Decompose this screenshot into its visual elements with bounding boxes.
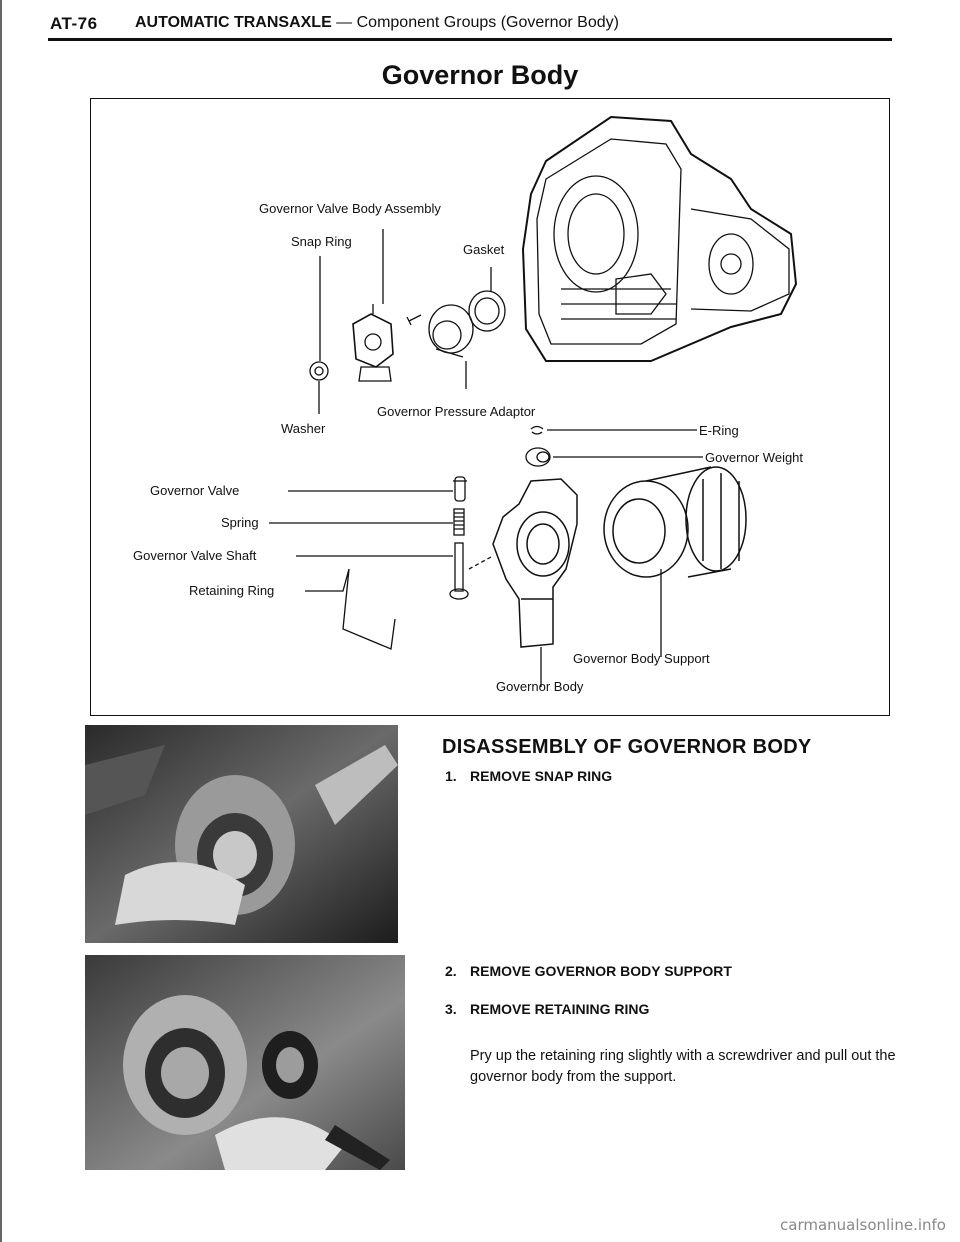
label-governor-valve-body-assembly: Governor Valve Body Assembly [259, 201, 441, 216]
governor-weight-illustration [525, 447, 551, 467]
header-rule [48, 38, 892, 41]
label-spring: Spring [221, 515, 259, 530]
label-governor-body: Governor Body [496, 679, 584, 694]
step-2-number: 2. [445, 963, 457, 979]
label-governor-valve: Governor Valve [150, 483, 240, 498]
running-header: AUTOMATIC TRANSAXLE — Component Groups (… [135, 14, 619, 32]
snap-ring-illustration [309, 361, 329, 381]
pressure-adaptor-illustration [428, 304, 474, 358]
diagram-line-art [269, 115, 798, 687]
page-edge [0, 0, 16, 1242]
step-3-description: Pry up the retaining ring slightly with … [470, 1048, 896, 1085]
step-3-text: REMOVE RETAINING RING [470, 1001, 650, 1017]
label-e-ring: E-Ring [699, 423, 739, 438]
header-title-rest: — Component Groups (Governor Body) [331, 14, 619, 31]
step-3-number: 3. [445, 1001, 457, 1017]
section-heading: DISASSEMBLY OF GOVERNOR BODY [442, 736, 812, 758]
label-washer: Washer [281, 421, 326, 436]
governor-body-illustration [492, 478, 578, 648]
exploded-diagram: Governor Valve Body Assembly Snap Ring G… [90, 98, 890, 716]
label-retaining-ring: Retaining Ring [189, 583, 275, 598]
header-title-bold: AUTOMATIC TRANSAXLE [135, 14, 332, 31]
transaxle-case-illustration [521, 115, 798, 362]
label-governor-body-support: Governor Body Support [573, 651, 710, 666]
label-gasket: Gasket [463, 242, 505, 257]
label-governor-valve-shaft: Governor Valve Shaft [133, 548, 257, 563]
spring-illustration [453, 508, 465, 536]
label-snap-ring: Snap Ring [291, 234, 352, 249]
page-number: AT-76 [50, 14, 98, 33]
step-2-text: REMOVE GOVERNOR BODY SUPPORT [470, 963, 732, 979]
bolt-illustration [406, 314, 422, 326]
step-1-text: REMOVE SNAP RING [470, 768, 613, 784]
valve-body-assembly-illustration [352, 304, 394, 382]
photo-remove-snap-ring [85, 725, 398, 943]
watermark: carmanualsonline.info [780, 1216, 946, 1234]
label-governor-pressure-adaptor: Governor Pressure Adaptor [377, 404, 536, 419]
retaining-ring-illustration [305, 568, 396, 650]
page-title: Governor Body [381, 60, 579, 90]
photo-remove-retaining-ring [85, 955, 405, 1170]
label-governor-weight: Governor Weight [705, 450, 804, 465]
governor-body-support-illustration [603, 466, 747, 578]
e-ring-illustration [530, 425, 544, 435]
gasket-illustration [468, 290, 506, 332]
valve-shaft-illustration [449, 542, 469, 600]
governor-valve-illustration [453, 476, 467, 502]
step-1-number: 1. [445, 768, 457, 784]
